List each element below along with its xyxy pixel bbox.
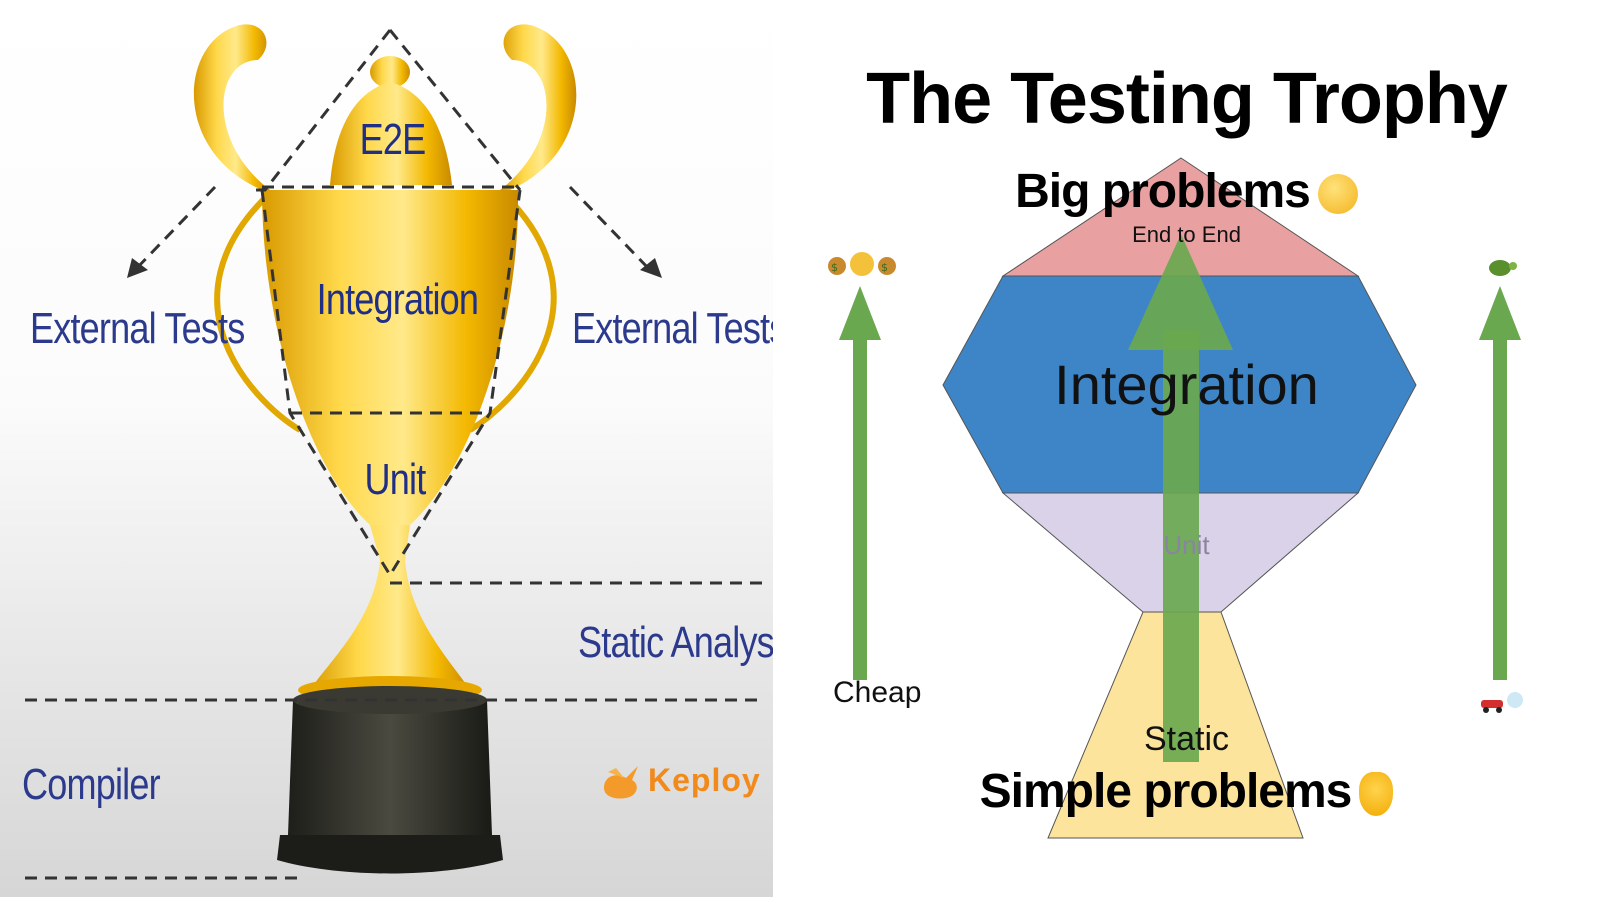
turtle-icon [1489,260,1517,276]
testing-trophy-diagram: $ $ The Testing Trophy Big problems End … [773,0,1600,897]
external-tests-left-label: External Tests [30,304,245,353]
trophy-base [288,700,492,835]
static-analysis-label: Static Analysis [578,618,773,667]
page-title: The Testing Trophy [866,59,1508,139]
left-handle [193,24,270,191]
right-handle [500,24,577,191]
simple-problems-text: Simple problems [979,765,1353,818]
race-car-icon [1481,692,1523,713]
compiler-label: Compiler [22,760,161,809]
big-problems-text: Big problems [1015,165,1311,218]
testing-trophy-illustration: E2E Integration Unit External Tests Exte… [0,0,773,897]
big-problems-caption: Big problems [773,164,1600,219]
cost-arrow [853,335,867,680]
unit-layer-label: Unit [1163,530,1210,560]
integration-label: Integration [316,275,479,324]
unit-label: Unit [364,455,427,504]
keploy-rabbit-icon [604,766,638,799]
external-tests-right-label: External Tests [572,304,773,353]
svg-text:$: $ [881,261,888,274]
trophy-cup [262,190,519,525]
static-layer-label: Static [1143,720,1230,758]
money-bags-icon: $ $ [828,252,896,276]
e2e-label: E2E [359,115,427,164]
trophy-layers-graphic: $ $ [828,157,1523,839]
keploy-wordmark: Keploy [648,761,761,798]
ok-hand-icon [1359,772,1394,817]
trophy-graphic [25,24,765,880]
keploy-logo: Keploy [598,758,761,802]
simple-problems-caption: Simple problems [773,764,1600,819]
svg-text:$: $ [831,261,838,274]
cheap-label: Cheap [833,676,922,709]
integration-layer-label: Integration [1054,353,1319,416]
end-to-end-label: End to End [1132,222,1241,247]
confounded-face-icon [1317,174,1358,215]
speed-arrow [1493,335,1507,680]
